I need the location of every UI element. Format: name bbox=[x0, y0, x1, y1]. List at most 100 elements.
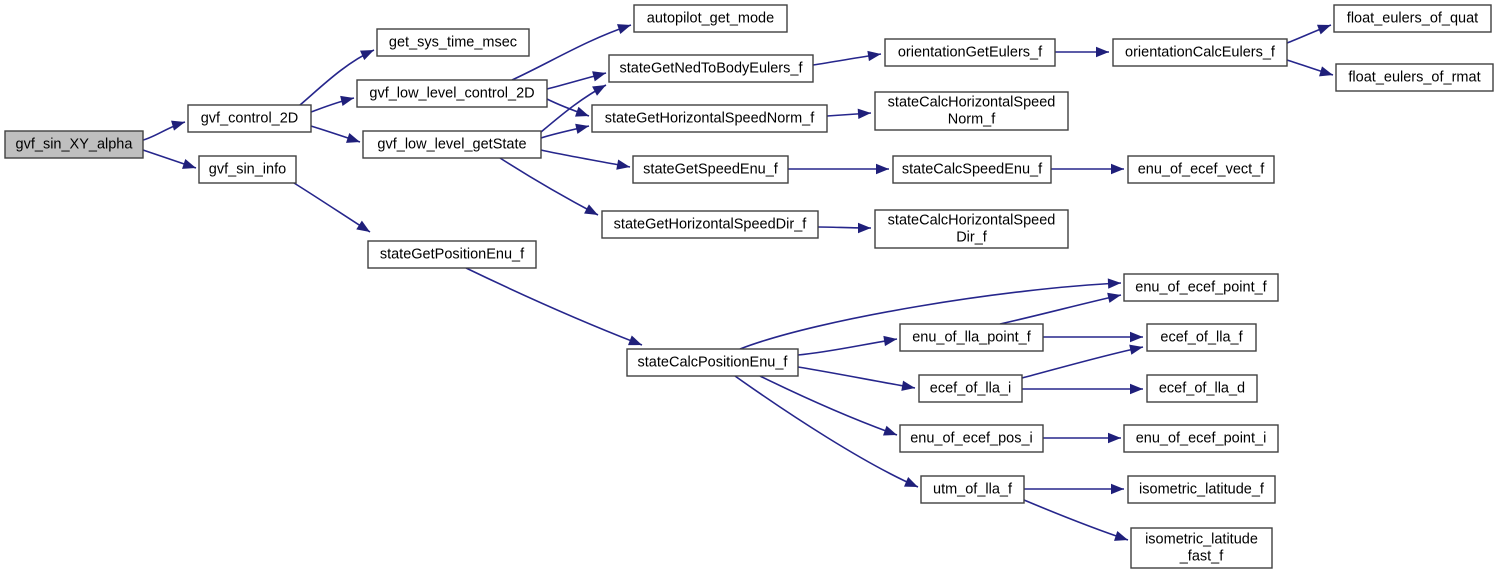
node-label: utm_of_lla_f bbox=[933, 481, 1013, 497]
arrow-head-icon bbox=[1317, 24, 1331, 35]
call-edge-stateCalcPositionEnu_f-to-enu_of_lla_point_f bbox=[797, 335, 898, 356]
node-box[interactable] bbox=[874, 209, 1069, 249]
node-box[interactable] bbox=[198, 155, 297, 184]
call-edge-stateGetSpeedEnu_f-to-stateCalcSpeedEnu_f bbox=[787, 163, 889, 175]
graph-node-stateGetNedToBodyEulers_f[interactable]: stateGetNedToBodyEulers_fstateGetNedToBo… bbox=[608, 54, 814, 83]
node-box[interactable] bbox=[1333, 4, 1492, 33]
node-box[interactable] bbox=[362, 130, 542, 159]
node-box[interactable] bbox=[1127, 155, 1275, 184]
node-box[interactable] bbox=[884, 38, 1056, 67]
graph-node-utm_of_lla_f[interactable]: utm_of_lla_futm_of_lla_f bbox=[920, 475, 1025, 504]
node-label: ecef_of_lla_d bbox=[1159, 380, 1245, 396]
node-label: _fast_f bbox=[1179, 548, 1224, 564]
node-label: stateGetHorizontalSpeedNorm_f bbox=[605, 110, 816, 126]
graph-node-isometric_latitude_fast_f[interactable]: isometric_latitude_fast_fisometric_latit… bbox=[1130, 527, 1273, 569]
node-label: Norm_f bbox=[948, 111, 997, 127]
graph-node-orientationCalcEulers_f[interactable]: orientationCalcEulers_forientationCalcEu… bbox=[1112, 38, 1288, 67]
call-edge-utm_of_lla_f-to-isometric_latitude_f bbox=[1024, 483, 1124, 495]
arrow-head-icon bbox=[904, 477, 918, 487]
node-box[interactable] bbox=[187, 104, 312, 133]
node-box-highlighted[interactable] bbox=[4, 130, 144, 159]
call-edge-gvf_low_level_getState-to-stateGetNedToBodyEulers_f bbox=[540, 84, 607, 133]
arrow-head-icon bbox=[575, 123, 589, 134]
graph-node-gvf_sin_info[interactable]: gvf_sin_infogvf_sin_info bbox=[198, 155, 297, 184]
graph-node-get_sys_time_msec[interactable]: get_sys_time_msecget_sys_time_msec bbox=[376, 28, 530, 57]
node-label: ecef_of_lla_i bbox=[930, 380, 1011, 396]
call-edge-orientationGetEulers_f-to-orientationCalcEulers_f bbox=[1054, 46, 1109, 58]
call-edge-gvf_low_level_control_2D-to-autopilot_get_mode bbox=[511, 24, 632, 81]
graph-node-stateGetHorizontalSpeedNorm_f[interactable]: stateGetHorizontalSpeedNorm_fstateGetHor… bbox=[591, 104, 828, 133]
graph-node-stateCalcHorizontalSpeedDir_f[interactable]: stateCalcHorizontalSpeedDir_fstateCalcHo… bbox=[874, 209, 1069, 249]
graph-node-stateGetPositionEnu_f[interactable]: stateGetPositionEnu_fstateGetPositionEnu… bbox=[367, 240, 537, 269]
node-box[interactable] bbox=[899, 323, 1044, 352]
node-box[interactable] bbox=[1146, 323, 1257, 352]
node-box[interactable] bbox=[1146, 374, 1258, 403]
call-edge-gvf_sin_info-to-stateGetPositionEnu_f bbox=[293, 182, 371, 233]
node-box[interactable] bbox=[1335, 63, 1494, 92]
edge-path bbox=[511, 24, 632, 81]
call-edge-gvf_low_level_control_2D-to-stateGetNedToBodyEulers_f bbox=[546, 71, 607, 90]
node-box[interactable] bbox=[1123, 273, 1279, 302]
node-box[interactable] bbox=[899, 424, 1044, 453]
arrow-head-icon bbox=[360, 50, 374, 61]
edge-path bbox=[759, 375, 898, 436]
graph-node-gvf_low_level_getState[interactable]: gvf_low_level_getStategvf_low_level_getS… bbox=[362, 130, 542, 159]
node-box[interactable] bbox=[356, 79, 548, 108]
node-label: stateCalcSpeedEnu_f bbox=[902, 161, 1043, 177]
arrow-head-icon bbox=[1108, 432, 1121, 444]
node-box[interactable] bbox=[892, 155, 1052, 184]
node-box[interactable] bbox=[376, 28, 530, 57]
graph-node-autopilot_get_mode[interactable]: autopilot_get_modeautopilot_get_mode bbox=[633, 4, 788, 33]
node-box[interactable] bbox=[1112, 38, 1288, 67]
node-box[interactable] bbox=[626, 348, 799, 377]
arrow-head-icon bbox=[356, 220, 370, 232]
node-box[interactable] bbox=[1127, 475, 1276, 504]
node-label: enu_of_ecef_point_f bbox=[1135, 279, 1267, 295]
call-edge-stateGetHorizontalSpeedDir_f-to-stateCalcHorizontalSpeedDir_f bbox=[817, 222, 872, 234]
graph-node-orientationGetEulers_f[interactable]: orientationGetEulers_forientationGetEule… bbox=[884, 38, 1056, 67]
node-box[interactable] bbox=[920, 475, 1025, 504]
node-box[interactable] bbox=[632, 155, 789, 184]
call-edge-stateGetHorizontalSpeedNorm_f-to-stateCalcHorizontalSpeedNorm_f bbox=[826, 108, 872, 120]
call-edge-gvf_sin_XY_alpha-to-gvf_sin_info bbox=[142, 149, 197, 169]
node-box[interactable] bbox=[918, 374, 1023, 403]
node-box[interactable] bbox=[633, 4, 788, 33]
node-label: stateCalcHorizontalSpeed bbox=[888, 94, 1056, 110]
node-box[interactable] bbox=[601, 210, 819, 239]
graph-node-float_eulers_of_rmat[interactable]: float_eulers_of_rmatfloat_eulers_of_rmat bbox=[1335, 63, 1494, 92]
node-box[interactable] bbox=[591, 104, 828, 133]
arrow-head-icon bbox=[876, 163, 889, 175]
edge-path bbox=[293, 182, 371, 233]
graph-node-stateCalcPositionEnu_f[interactable]: stateCalcPositionEnu_fstateCalcPositionE… bbox=[626, 348, 799, 377]
edge-path bbox=[797, 366, 916, 389]
graph-node-stateCalcHorizontalSpeedNorm_f[interactable]: stateCalcHorizontalSpeedNorm_fstateCalcH… bbox=[874, 91, 1069, 131]
call-edge-gvf_low_level_getState-to-stateGetHorizontalSpeedDir_f bbox=[499, 157, 599, 216]
node-label: get_sys_time_msec bbox=[389, 34, 517, 50]
call-edge-gvf_control_2D-to-gvf_low_level_control_2D bbox=[310, 95, 355, 113]
graph-node-stateGetHorizontalSpeedDir_f[interactable]: stateGetHorizontalSpeedDir_fstateGetHori… bbox=[601, 210, 819, 239]
node-box[interactable] bbox=[1130, 527, 1273, 569]
arrow-head-icon bbox=[1107, 278, 1121, 289]
node-box[interactable] bbox=[1123, 424, 1279, 453]
arrow-head-icon bbox=[1107, 292, 1121, 303]
graph-node-gvf_low_level_control_2D[interactable]: gvf_low_level_control_2Dgvf_low_level_co… bbox=[356, 79, 548, 108]
graph-node-ecef_of_lla_d[interactable]: ecef_of_lla_decef_of_lla_d bbox=[1146, 374, 1258, 403]
arrow-head-icon bbox=[1129, 344, 1143, 355]
node-box[interactable] bbox=[367, 240, 537, 269]
node-box[interactable] bbox=[608, 54, 814, 83]
node-box[interactable] bbox=[874, 91, 1069, 131]
arrow-head-icon bbox=[592, 71, 606, 82]
